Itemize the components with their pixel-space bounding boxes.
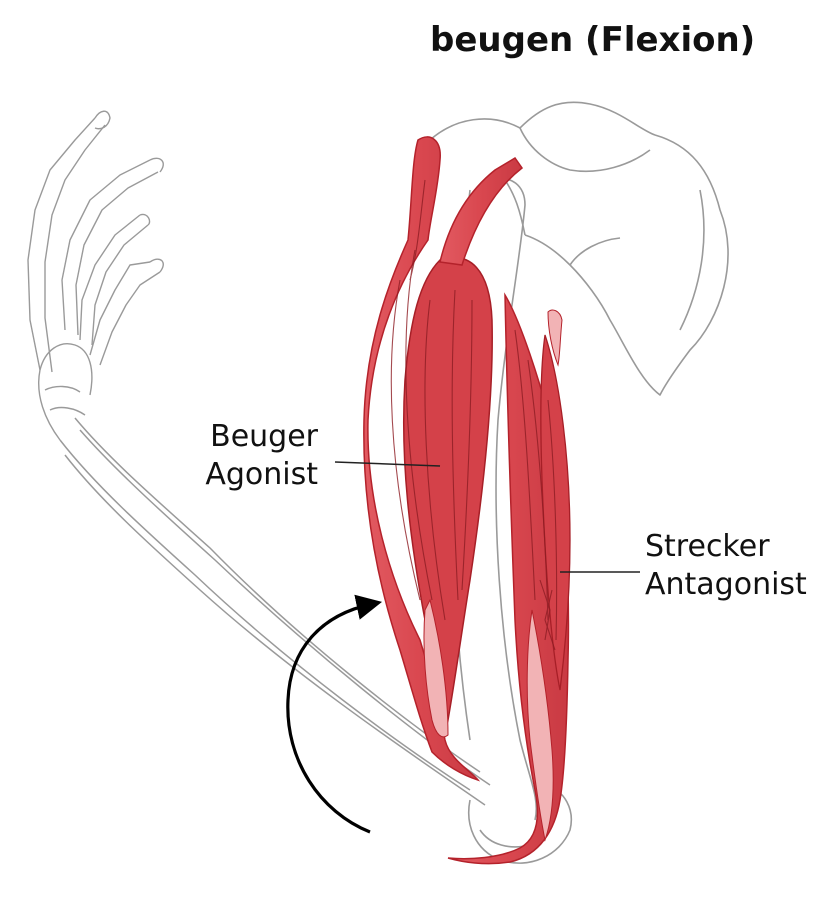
curved-arrow-icon: [286, 594, 383, 834]
flexor-label-name: Beuger: [210, 419, 318, 454]
forearm-bones: [59, 417, 491, 806]
flexor-leader-line: [334, 461, 441, 467]
triceps-muscle: [447, 292, 571, 865]
flexor-label: Beuger Agonist: [198, 418, 318, 494]
extensor-label-name: Strecker: [645, 529, 770, 564]
biceps-muscle: [363, 136, 524, 782]
extensor-label: Strecker Antagonist: [645, 528, 807, 604]
extensor-label-role: Antagonist: [645, 567, 807, 602]
flexor-label-role: Agonist: [205, 457, 318, 492]
hand-skeleton: [27, 110, 164, 441]
page-title: beugen (Flexion): [430, 20, 756, 60]
shoulder-outline: [429, 101, 729, 396]
